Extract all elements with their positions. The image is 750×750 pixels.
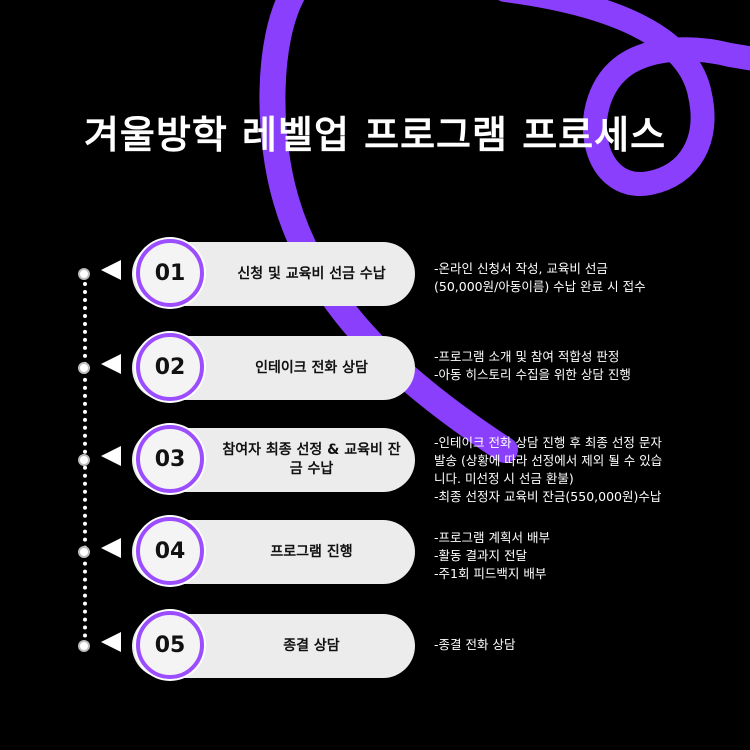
step-label: 프로그램 진행	[270, 543, 353, 560]
step-number: 04	[136, 517, 204, 585]
process-step-1: 신청 및 교육비 선금 수납 01 -온라인 신청서 작성, 교육비 선금 (5…	[0, 234, 750, 314]
pointer-arrow-icon	[101, 538, 121, 558]
pointer-arrow-icon	[101, 354, 121, 374]
description-line: -종결 전화 상담	[434, 637, 516, 652]
pointer-arrow-icon	[101, 632, 121, 652]
timeline-dot	[78, 362, 90, 374]
step-number: 03	[136, 425, 204, 493]
step-number: 02	[136, 333, 204, 401]
description-line: -최종 선정자 교육비 잔금(550,000원)수납	[434, 489, 662, 504]
timeline-dot	[78, 268, 90, 280]
description-line: -프로그램 계획서 배부	[434, 530, 550, 545]
description-line: -주1회 피드백지 배부	[434, 566, 547, 581]
step-label: 참여자 최종 선정 & 교육비 잔금 수납	[222, 442, 401, 477]
timeline-dot	[78, 454, 90, 466]
pointer-arrow-icon	[101, 260, 121, 280]
step-description: -종결 전화 상담	[434, 636, 744, 654]
timeline-dot	[78, 546, 90, 558]
step-number: 05	[136, 611, 204, 679]
step-description: -프로그램 계획서 배부 -활동 결과지 전달 -주1회 피드백지 배부	[434, 529, 744, 583]
step-label: 종결 상담	[283, 637, 340, 654]
description-line: 발송 (상황에 따라 선정에서 제외 될 수 있습	[434, 453, 663, 468]
step-description: -인테이크 전화 상담 진행 후 최종 선정 문자 발송 (상황에 따라 선정에…	[434, 434, 744, 506]
step-label: 신청 및 교육비 선금 수납	[237, 265, 386, 282]
process-step-3: 참여자 최종 선정 & 교육비 잔금 수납 03 -인테이크 전화 상담 진행 …	[0, 420, 750, 504]
process-step-5: 종결 상담 05 -종결 전화 상담	[0, 606, 750, 686]
description-line: -인테이크 전화 상담 진행 후 최종 선정 문자	[434, 435, 662, 450]
pointer-arrow-icon	[101, 446, 121, 466]
step-description: -프로그램 소개 및 참여 적합성 판정 -아동 히스토리 수집을 위한 상담 …	[434, 348, 744, 384]
process-step-2: 인테이크 전화 상담 02 -프로그램 소개 및 참여 적합성 판정 -아동 히…	[0, 328, 750, 408]
step-label: 인테이크 전화 상담	[255, 359, 368, 376]
description-line: (50,000원/아동이름) 수납 완료 시 접수	[434, 279, 646, 294]
step-number: 01	[136, 239, 204, 307]
description-line: -온라인 신청서 작성, 교육비 선금	[434, 261, 608, 276]
timeline-dot	[78, 640, 90, 652]
description-line: 니다. 미선정 시 선금 환불)	[434, 471, 574, 486]
step-description: -온라인 신청서 작성, 교육비 선금 (50,000원/아동이름) 수납 완료…	[434, 260, 744, 296]
page-title: 겨울방학 레벨업 프로그램 프로세스	[83, 113, 667, 157]
process-step-4: 프로그램 진행 04 -프로그램 계획서 배부 -활동 결과지 전달 -주1회 …	[0, 512, 750, 592]
description-line: -아동 히스토리 수집을 위한 상담 진행	[434, 367, 631, 382]
description-line: -활동 결과지 전달	[434, 548, 527, 563]
description-line: -프로그램 소개 및 참여 적합성 판정	[434, 349, 620, 364]
